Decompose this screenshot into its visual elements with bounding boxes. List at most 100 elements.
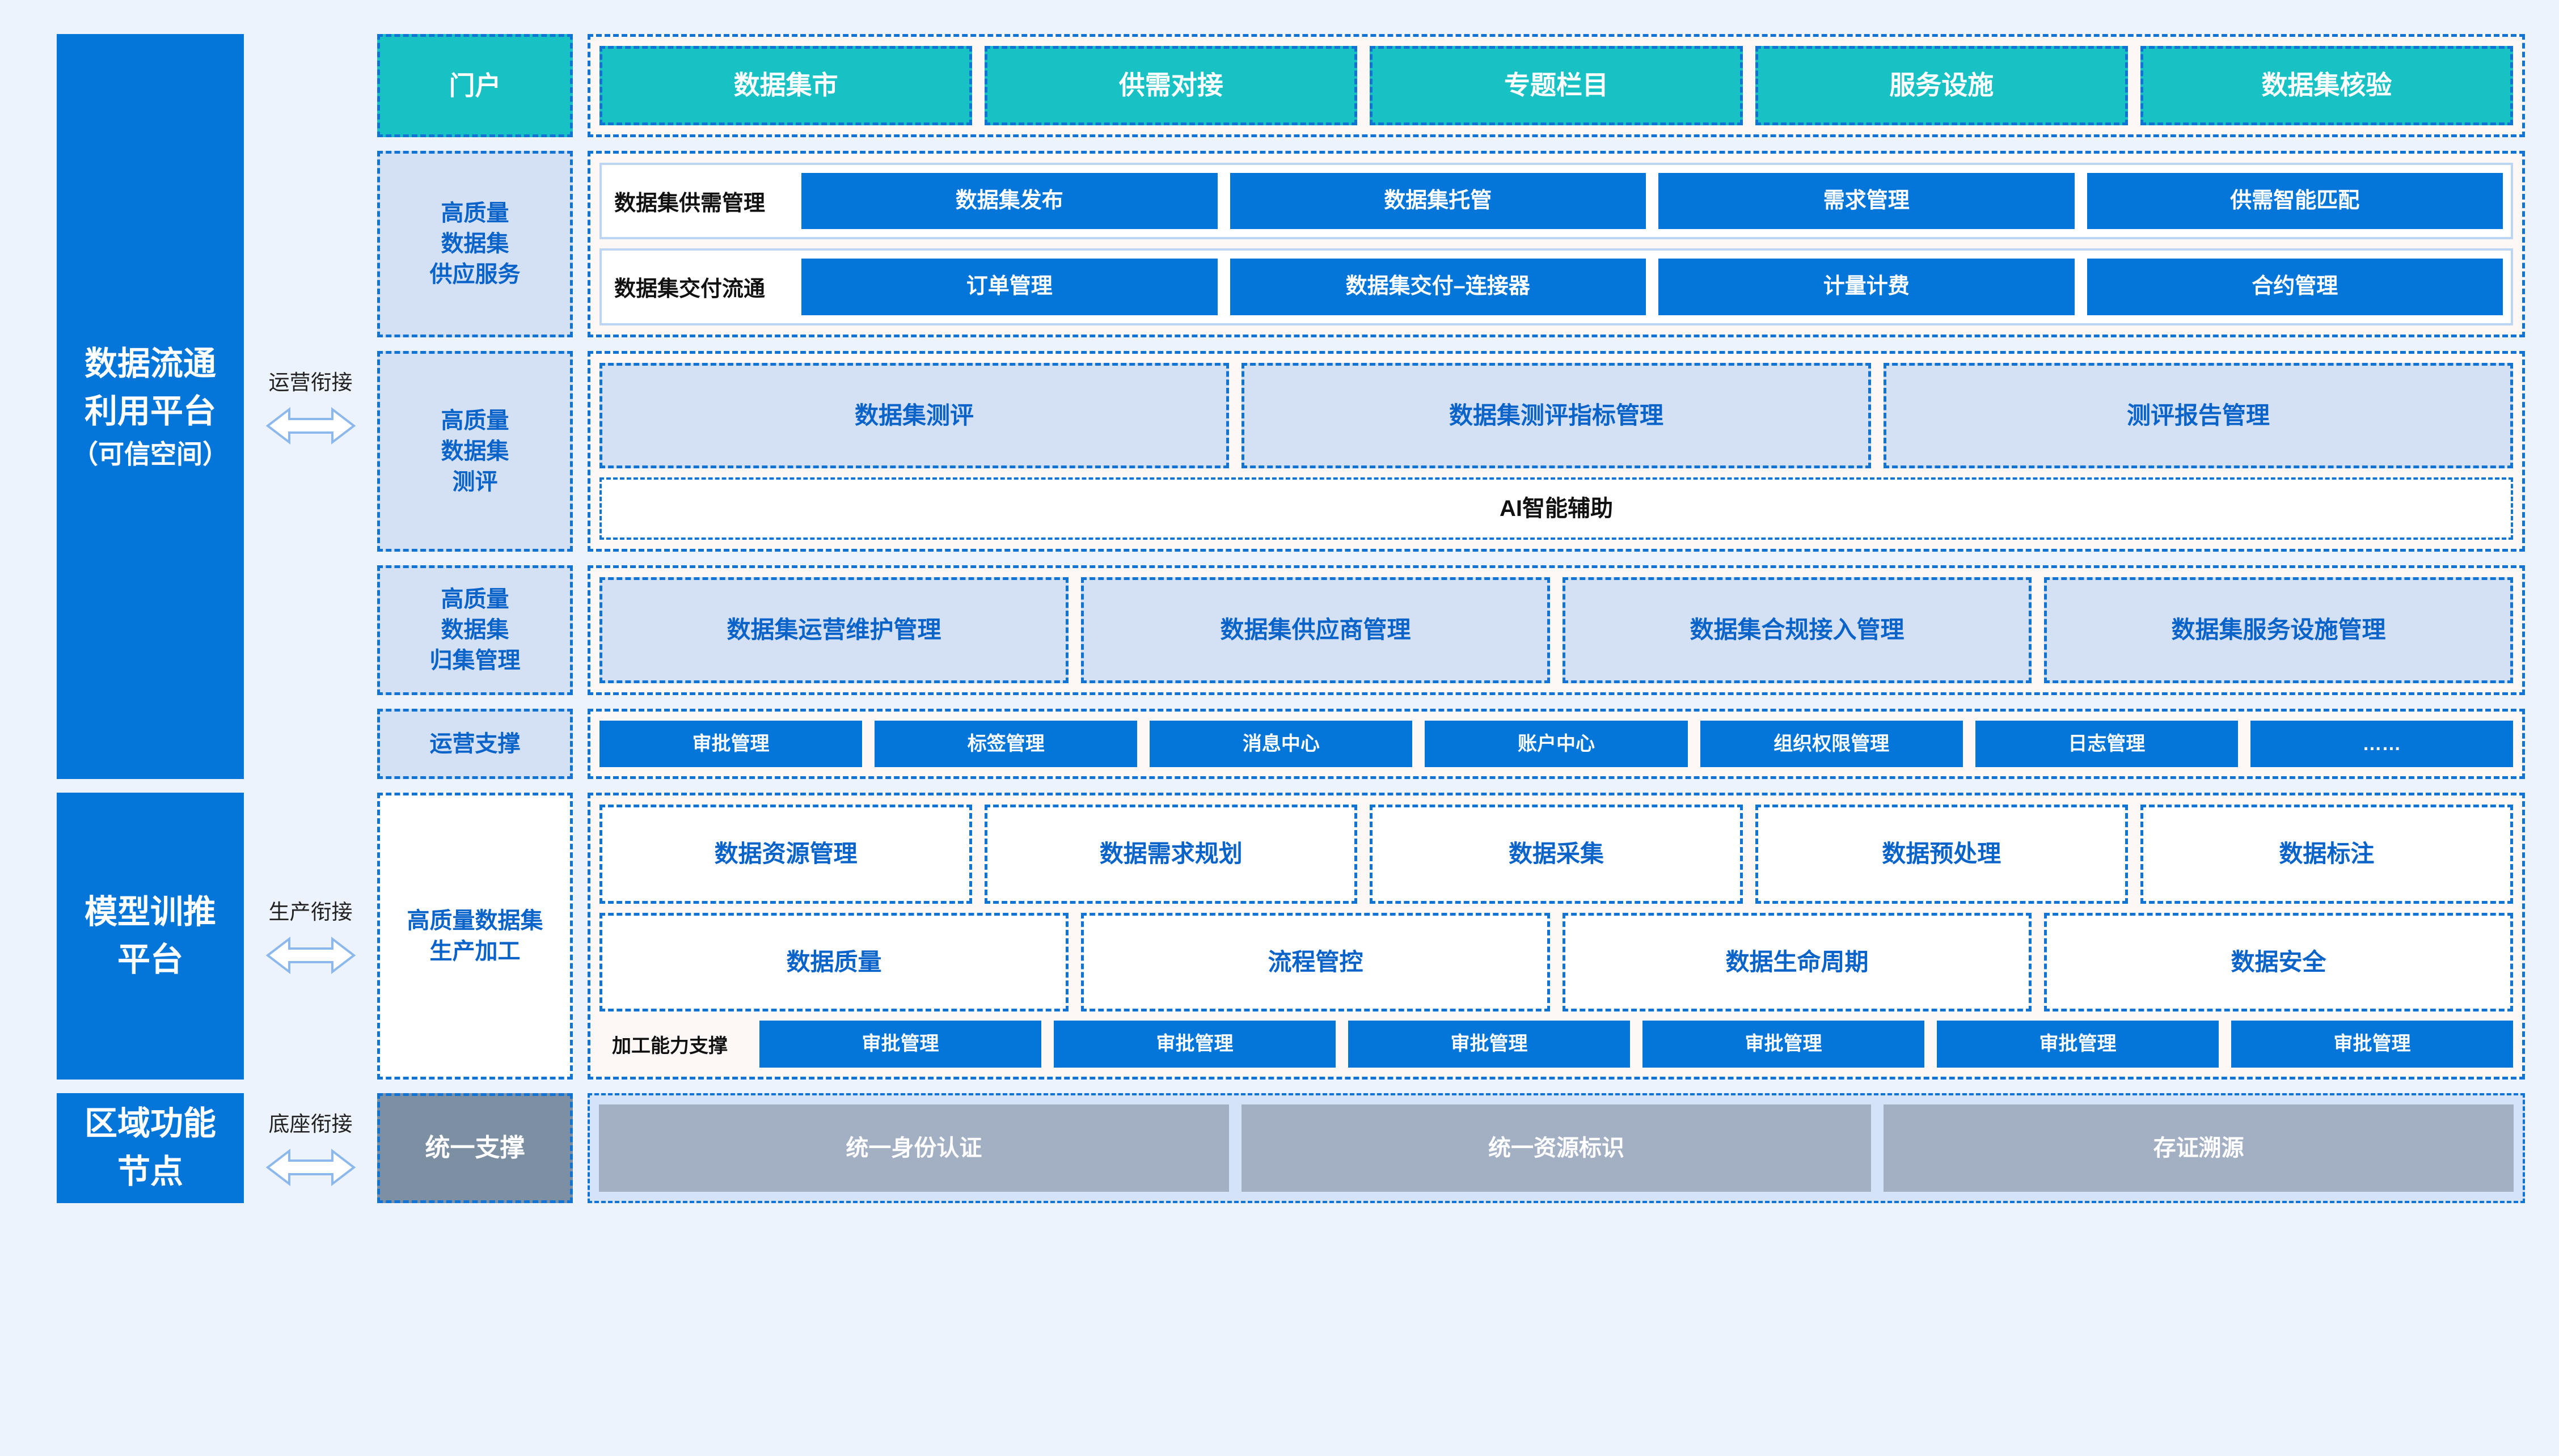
supply-item[interactable]: 需求管理 <box>1658 172 2075 229</box>
collection-item[interactable]: 数据集服务设施管理 <box>2044 577 2513 683</box>
supply-item[interactable]: 订单管理 <box>801 259 1218 315</box>
training-sections: 高质量数据集 生产加工 数据资源管理 数据需求规划 数据采集 数据预处理 数据标… <box>377 793 2525 1080</box>
section-label-portal: 门户 <box>377 34 573 137</box>
collection-label-line2: 数据集 <box>441 617 509 643</box>
foundation-item[interactable]: 存证溯源 <box>1884 1104 2514 1192</box>
supply-label-line3: 供应服务 <box>429 262 521 287</box>
connector-operation: 运营衔接 <box>244 34 377 779</box>
section-label-supply-service: 高质量 数据集 供应服务 <box>377 150 573 337</box>
portal-item[interactable]: 数据集市 <box>599 46 973 125</box>
section-production: 高质量数据集 生产加工 数据资源管理 数据需求规划 数据采集 数据预处理 数据标… <box>377 793 2525 1080</box>
operation-support-row: 审批管理 标签管理 消息中心 账户中心 组织权限管理 日志管理 …… <box>599 720 2513 767</box>
evaluation-label-line1: 高质量 <box>441 408 509 433</box>
collection-row: 数据集运营维护管理 数据集供应商管理 数据集合规接入管理 数据集服务设施管理 <box>599 577 2513 683</box>
double-arrow-icon <box>265 1148 356 1186</box>
production-panel: 数据资源管理 数据需求规划 数据采集 数据预处理 数据标注 数据质量 流程管控 … <box>588 793 2525 1080</box>
ops-item[interactable]: 组织权限管理 <box>1700 720 1963 767</box>
platform-title-line1: 区域功能 <box>84 1105 216 1142</box>
collection-item[interactable]: 数据集运营维护管理 <box>599 577 1069 683</box>
foundation-item[interactable]: 统一身份认证 <box>599 1104 1229 1192</box>
circulation-sections: 门户 数据集市 供需对接 专题栏目 服务设施 数据集核验 高质量 数 <box>377 34 2525 779</box>
processing-support-item[interactable]: 审批管理 <box>1937 1021 2219 1068</box>
portal-item[interactable]: 供需对接 <box>985 46 1358 125</box>
processing-support-item[interactable]: 审批管理 <box>1348 1021 1630 1068</box>
ops-item[interactable]: 消息中心 <box>1150 720 1413 767</box>
ops-item[interactable]: 标签管理 <box>875 720 1138 767</box>
production-item[interactable]: 数据安全 <box>2044 912 2513 1011</box>
ops-item-more[interactable]: …… <box>2250 720 2513 767</box>
platform-title-line1: 数据流通 <box>84 345 216 382</box>
supply-row-label: 数据集供需管理 <box>614 191 766 215</box>
supply-item[interactable]: 供需智能匹配 <box>2087 172 2503 229</box>
evaluation-panel: 数据集测评 数据集测评指标管理 测评报告管理 AI智能辅助 <box>588 350 2525 552</box>
band-circulation-platform: 数据流通 利用平台 （可信空间） 运营衔接 门户 数据集市 供需对接 专题栏目 … <box>57 34 2525 779</box>
connector-foundation: 底座衔接 <box>244 1093 377 1203</box>
double-arrow-icon <box>265 936 356 974</box>
platform-title-line2: 平台 <box>117 941 183 978</box>
ai-assist-bar[interactable]: AI智能辅助 <box>599 477 2513 540</box>
processing-support-item[interactable]: 审批管理 <box>1054 1021 1336 1068</box>
processing-support-item[interactable]: 审批管理 <box>759 1021 1041 1068</box>
processing-support-item[interactable]: 审批管理 <box>1642 1021 1924 1068</box>
section-label-operation-support: 运营支撑 <box>377 708 573 779</box>
production-item[interactable]: 数据标注 <box>2140 805 2514 904</box>
band-regional-node: 区域功能 节点 底座衔接 统一支撑 统一身份认证 统一资源标识 存证溯源 <box>57 1093 2525 1203</box>
section-operation-support: 运营支撑 审批管理 标签管理 消息中心 账户中心 组织权限管理 日志管理 …… <box>377 708 2525 779</box>
production-label-line1: 高质量数据集 <box>407 908 543 933</box>
platform-card-regional: 区域功能 节点 <box>57 1093 244 1203</box>
double-arrow-icon <box>265 407 356 445</box>
evaluation-item[interactable]: 数据集测评 <box>599 362 1229 468</box>
platform-subtitle: （可信空间） <box>72 439 229 469</box>
production-item[interactable]: 数据生命周期 <box>1563 912 2032 1011</box>
evaluation-item[interactable]: 数据集测评指标管理 <box>1242 362 1871 468</box>
collection-item[interactable]: 数据集合规接入管理 <box>1563 577 2032 683</box>
processing-support-row: 加工能力支撑 审批管理 审批管理 审批管理 审批管理 审批管理 审批管理 <box>599 1021 2513 1068</box>
platform-title-line2: 节点 <box>117 1153 183 1190</box>
section-evaluation: 高质量 数据集 测评 数据集测评 数据集测评指标管理 测评报告管理 AI智能辅助 <box>377 350 2525 552</box>
supply-subrow: 数据集供需管理 数据集发布 数据集托管 需求管理 供需智能匹配 <box>599 162 2513 239</box>
connector-label-foundation: 底座衔接 <box>268 1112 353 1136</box>
ops-item[interactable]: 日志管理 <box>1975 720 2238 767</box>
connector-production: 生产衔接 <box>244 793 377 1080</box>
supply-item[interactable]: 计量计费 <box>1658 259 2075 315</box>
portal-panel: 数据集市 供需对接 专题栏目 服务设施 数据集核验 <box>588 34 2525 137</box>
production-row-1: 数据资源管理 数据需求规划 数据采集 数据预处理 数据标注 <box>599 805 2514 904</box>
section-collection: 高质量 数据集 归集管理 数据集运营维护管理 数据集供应商管理 数据集合规接入管… <box>377 565 2525 695</box>
supply-label-line2: 数据集 <box>441 231 509 256</box>
ops-item[interactable]: 审批管理 <box>599 720 863 767</box>
platform-card-training: 模型训推 平台 <box>57 793 244 1080</box>
platform-card-circulation: 数据流通 利用平台 （可信空间） <box>57 34 244 779</box>
production-item[interactable]: 数据采集 <box>1370 805 1743 904</box>
foundation-item[interactable]: 统一资源标识 <box>1241 1104 1872 1192</box>
production-label-line2: 生产加工 <box>429 938 521 964</box>
operation-support-panel: 审批管理 标签管理 消息中心 账户中心 组织权限管理 日志管理 …… <box>588 708 2525 779</box>
supply-subrow: 数据集交付流通 订单管理 数据集交付–连接器 计量计费 合约管理 <box>599 248 2513 325</box>
production-item[interactable]: 数据质量 <box>599 912 1069 1011</box>
production-row-2: 数据质量 流程管控 数据生命周期 数据安全 <box>599 912 2513 1011</box>
supply-item[interactable]: 数据集托管 <box>1230 172 1646 229</box>
processing-support-item[interactable]: 审批管理 <box>2231 1021 2513 1068</box>
supply-item[interactable]: 数据集交付–连接器 <box>1230 259 1646 315</box>
foundation-sections: 统一支撑 统一身份认证 统一资源标识 存证溯源 <box>377 1093 2525 1203</box>
production-item[interactable]: 数据预处理 <box>1755 805 2128 904</box>
portal-item[interactable]: 专题栏目 <box>1370 46 1743 125</box>
section-supply-service: 高质量 数据集 供应服务 数据集供需管理 数据集发布 数据集托管 需求管理 供需… <box>377 150 2525 337</box>
evaluation-item[interactable]: 测评报告管理 <box>1884 362 2513 468</box>
production-item[interactable]: 数据资源管理 <box>599 805 973 904</box>
collection-item[interactable]: 数据集供应商管理 <box>1081 577 1550 683</box>
supply-item[interactable]: 合约管理 <box>2087 259 2503 315</box>
band-training-platform: 模型训推 平台 生产衔接 高质量数据集 生产加工 数据资源管理 <box>57 793 2525 1080</box>
supply-item[interactable]: 数据集发布 <box>801 172 1218 229</box>
ops-item[interactable]: 账户中心 <box>1425 720 1688 767</box>
section-label-foundation: 统一支撑 <box>377 1093 573 1203</box>
production-item[interactable]: 流程管控 <box>1081 912 1550 1011</box>
portal-item[interactable]: 服务设施 <box>1755 46 2128 125</box>
foundation-panel: 统一身份认证 统一资源标识 存证溯源 <box>588 1093 2525 1203</box>
portal-item[interactable]: 数据集核验 <box>2140 46 2514 125</box>
section-label-collection: 高质量 数据集 归集管理 <box>377 565 573 695</box>
evaluation-label-line2: 数据集 <box>441 438 509 464</box>
section-foundation: 统一支撑 统一身份认证 统一资源标识 存证溯源 <box>377 1093 2525 1203</box>
portal-row: 数据集市 供需对接 专题栏目 服务设施 数据集核验 <box>599 46 2514 125</box>
supply-label-line1: 高质量 <box>441 201 509 226</box>
production-item[interactable]: 数据需求规划 <box>985 805 1358 904</box>
